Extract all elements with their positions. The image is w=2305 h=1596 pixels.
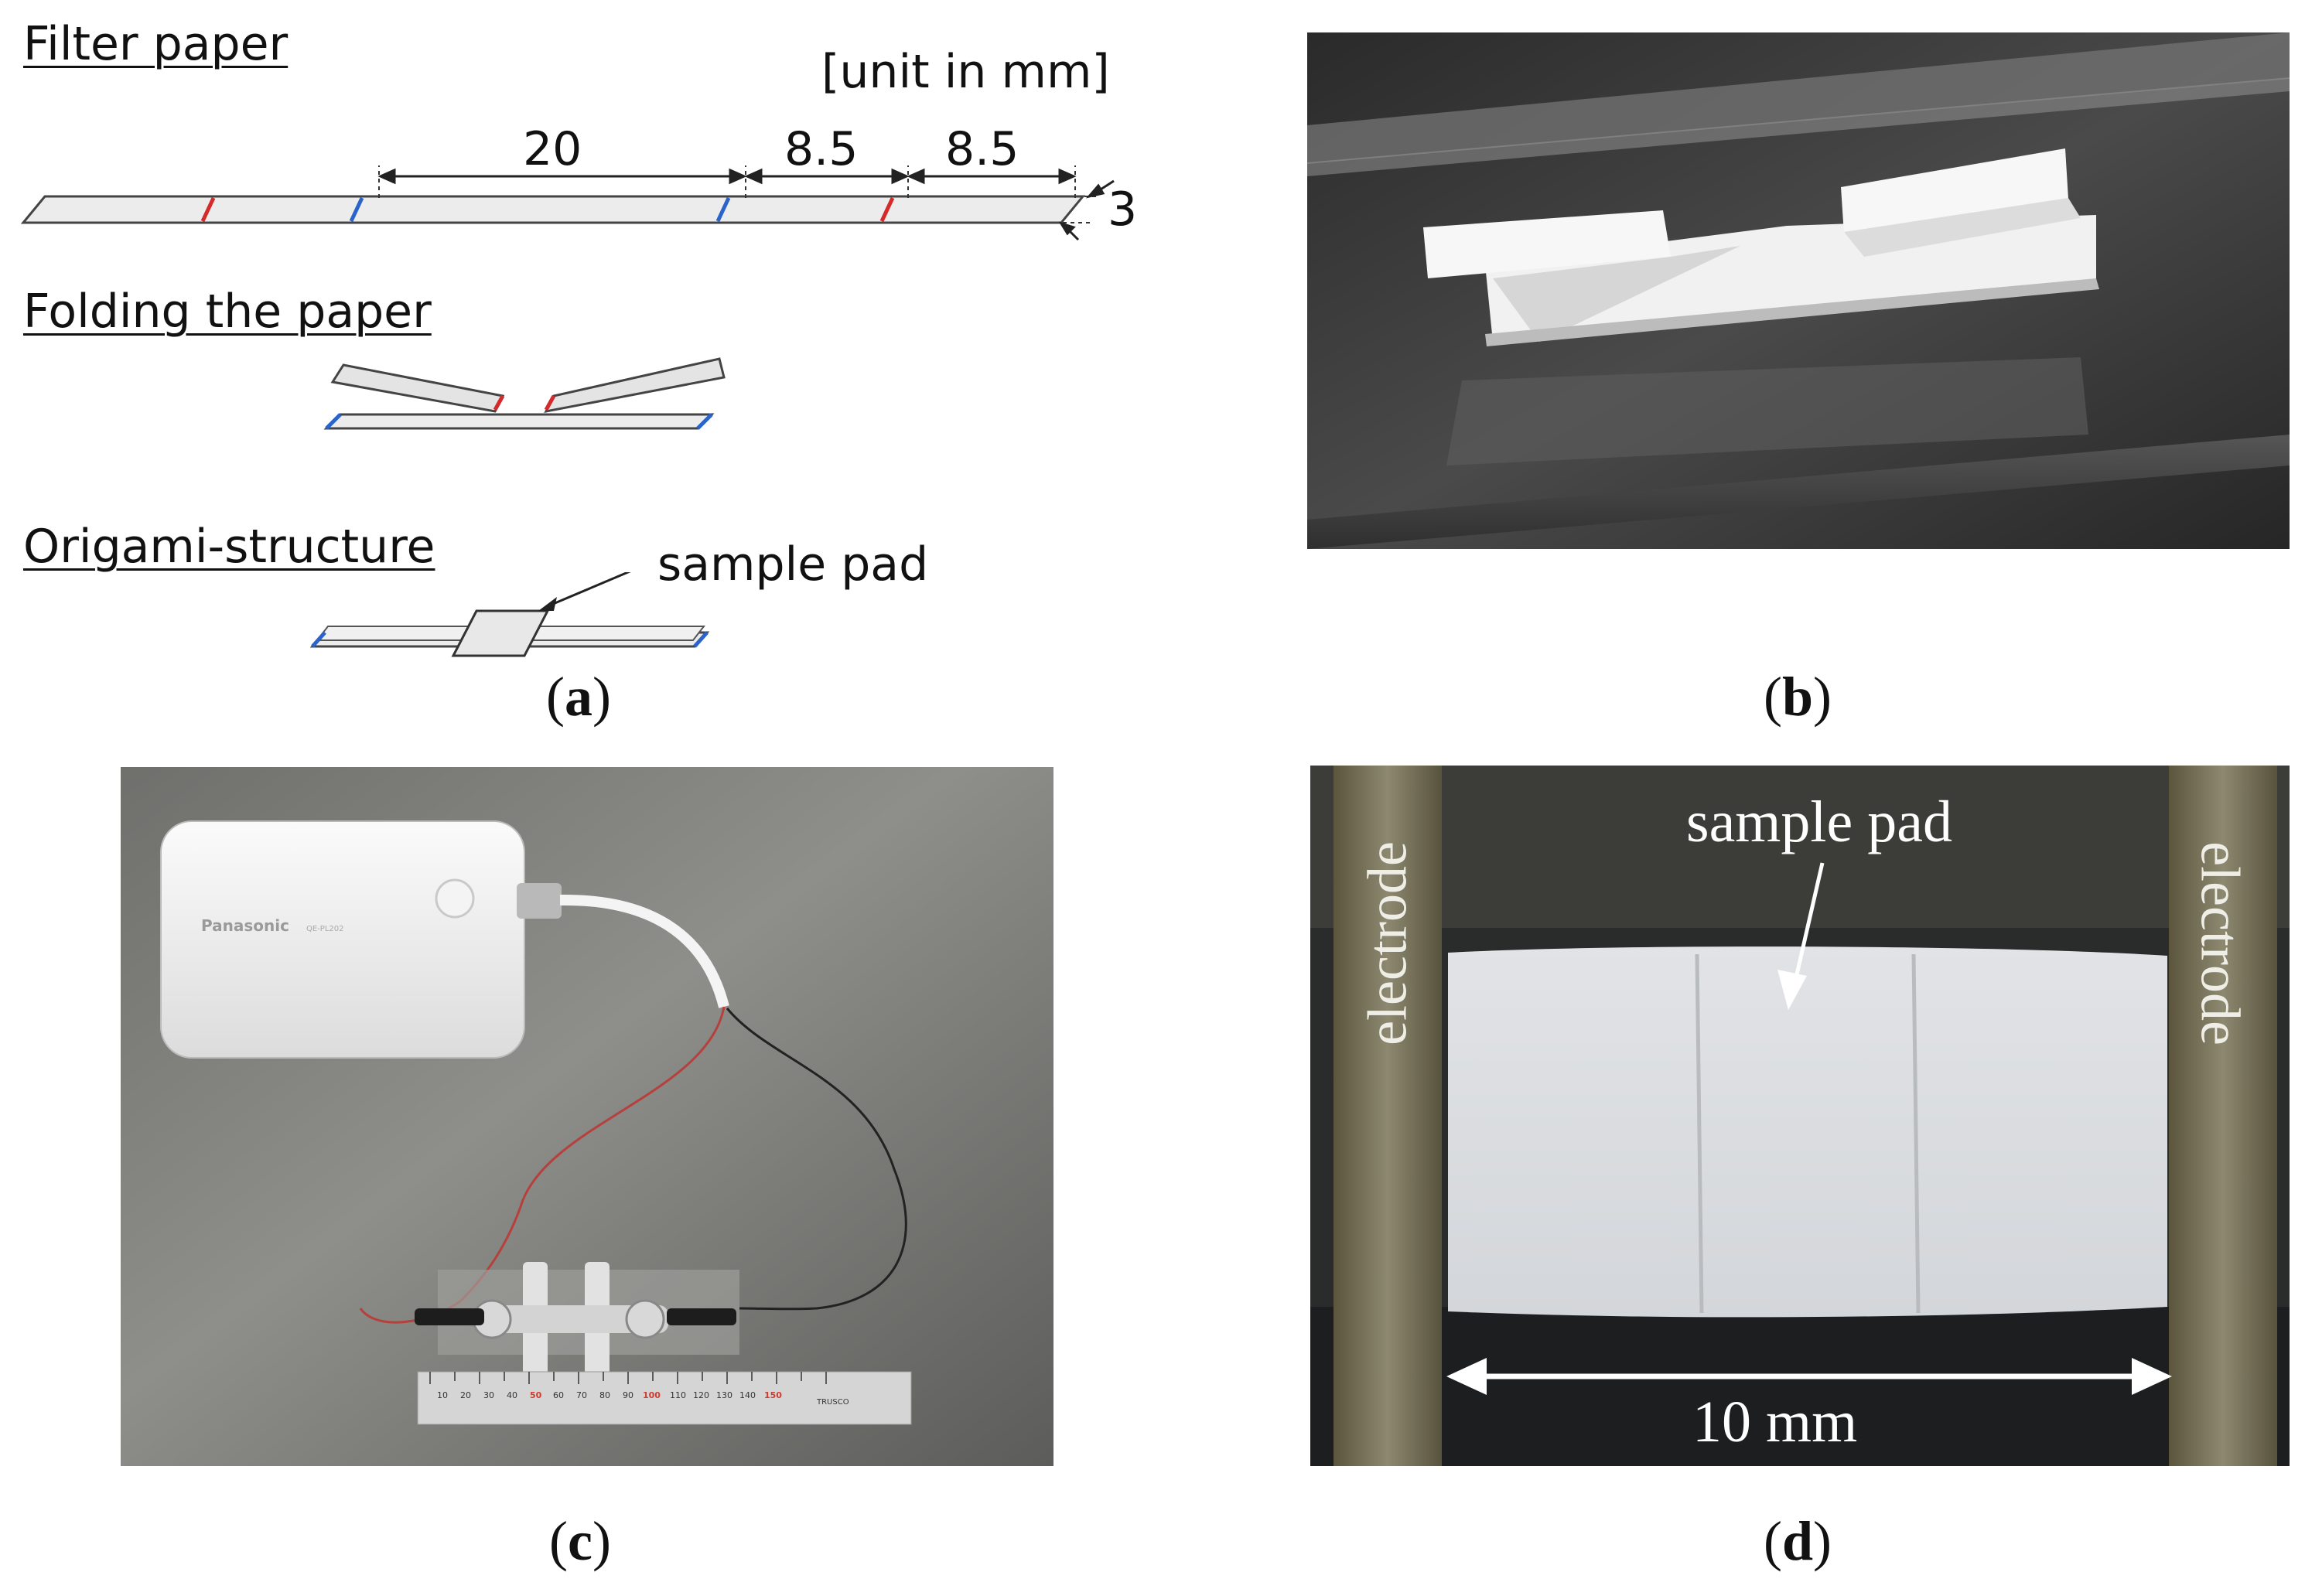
filter-paper-strip-diagram [20, 165, 1115, 241]
caption-b: (b) [1764, 666, 1832, 728]
fold-line-red [879, 196, 895, 223]
heading-folding-the-paper: Folding the paper [23, 285, 432, 339]
svg-text:80: 80 [599, 1390, 610, 1400]
unit-note: [unit in mm] [821, 45, 1110, 99]
ruler: 10 20 30 40 50 60 70 80 90 100 110 120 1… [417, 1371, 912, 1425]
caption-a: (a) [546, 666, 611, 728]
svg-text:50: 50 [530, 1390, 542, 1400]
fold-line-red [544, 394, 556, 411]
scale-label-10mm: 10 mm [1692, 1390, 1858, 1454]
svg-text:100: 100 [643, 1390, 661, 1400]
left-electrode-label: electrode [1356, 841, 1419, 1045]
photo-d-sample-pad-closeup: sample pad 10 mm electrode electrode [1310, 766, 2290, 1466]
sample-pad [1448, 946, 2167, 1318]
electrode-holder [415, 1262, 736, 1386]
sample-pad [451, 609, 550, 657]
fold-line-red [493, 394, 505, 411]
svg-text:130: 130 [716, 1390, 732, 1400]
svg-text:120: 120 [693, 1390, 709, 1400]
heading-filter-paper: Filter paper [23, 17, 289, 71]
dimension-20: 20 [523, 122, 582, 176]
power-bank [160, 820, 562, 1059]
svg-text:TRUSCO: TRUSCO [816, 1398, 849, 1407]
sample-pad-label-a: sample pad [657, 537, 929, 592]
fold-line-blue [349, 196, 364, 223]
fold-line-blue [715, 196, 731, 223]
dimension-8-5-second: 8.5 [945, 122, 1019, 176]
caption-d: (d) [1764, 1510, 1832, 1572]
svg-text:110: 110 [670, 1390, 686, 1400]
photo-c-device-setup: Panasonic QE-PL202 [121, 767, 1053, 1466]
fold-line-blue [311, 631, 326, 648]
black-wire [726, 1008, 907, 1311]
photo-b-folded-paper [1307, 32, 2290, 549]
folded-paper-diagram [323, 357, 726, 430]
svg-text:70: 70 [576, 1390, 587, 1400]
filter-paper-strip [20, 195, 1086, 224]
svg-text:10: 10 [437, 1390, 448, 1400]
fold-line-blue [696, 413, 713, 430]
right-electrode-label: electrode [2189, 841, 2252, 1045]
svg-text:30: 30 [483, 1390, 494, 1400]
svg-text:60: 60 [553, 1390, 564, 1400]
power-bank-brand: Panasonic [201, 916, 289, 935]
svg-text:140: 140 [739, 1390, 756, 1400]
left-electrode [1333, 766, 1442, 1466]
caption-c: (c) [549, 1510, 611, 1572]
svg-text:20: 20 [460, 1390, 471, 1400]
fold-line-red [200, 196, 216, 223]
svg-text:40: 40 [507, 1390, 517, 1400]
heading-origami-structure: Origami-structure [23, 520, 435, 574]
origami-structure-diagram [309, 572, 710, 657]
fold-line-blue [693, 631, 709, 648]
dimension-8-5-first: 8.5 [784, 122, 859, 176]
svg-text:90: 90 [623, 1390, 633, 1400]
power-bank-model: QE-PL202 [306, 925, 344, 933]
dimension-3: 3 [1108, 182, 1138, 237]
right-electrode [2169, 766, 2277, 1466]
svg-text:150: 150 [764, 1390, 782, 1400]
sample-pad-label-d: sample pad [1686, 789, 1953, 854]
fold-line-blue [325, 413, 342, 430]
